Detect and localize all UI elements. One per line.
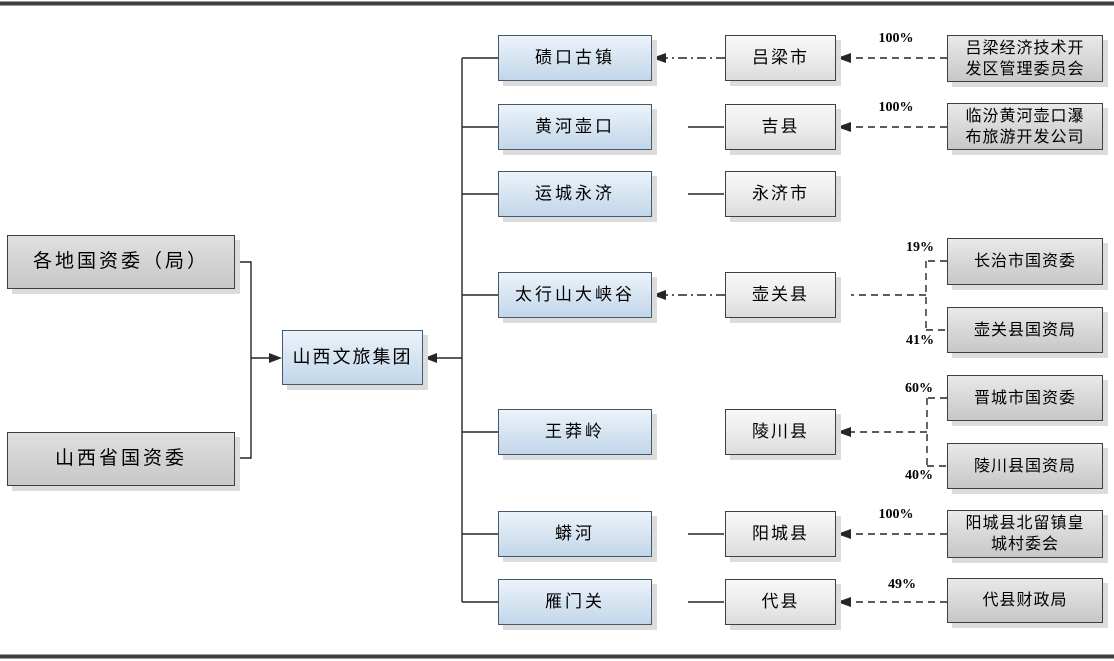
holder-label: 壶关县国资局 bbox=[973, 321, 1076, 339]
scenic-box: 太行山大峡谷 bbox=[498, 272, 652, 318]
root-box: 山西文旅集团 bbox=[282, 330, 423, 385]
scenic-label: 运城永济 bbox=[535, 183, 615, 203]
owner-label: 各地国资委（局） bbox=[32, 251, 209, 273]
holder-box: 晋城市国资委 bbox=[947, 375, 1103, 421]
holder-box: 阳城县北留镇皇城村委会 bbox=[947, 510, 1103, 558]
region-label: 吕梁市 bbox=[752, 47, 809, 67]
region-label: 陵川县 bbox=[752, 421, 809, 441]
scenic-box: 运城永济 bbox=[498, 171, 652, 217]
scenic-label: 黄河壶口 bbox=[535, 116, 615, 136]
holder-box: 代县财政局 bbox=[947, 578, 1103, 623]
region-box: 陵川县 bbox=[725, 409, 836, 455]
percent-label: 41% bbox=[906, 333, 934, 348]
holder-box: 吕梁经济技术开发区管理委员会 bbox=[947, 35, 1103, 82]
scenic-box: 碛口古镇 bbox=[498, 35, 652, 81]
holder-label: 代县财政局 bbox=[982, 592, 1068, 609]
percent-label: 19% bbox=[906, 240, 934, 255]
region-label: 吉县 bbox=[761, 116, 800, 136]
scenic-label: 王莽岭 bbox=[545, 421, 605, 441]
holder-box: 临汾黄河壶口瀑布旅游开发公司 bbox=[947, 103, 1103, 150]
percent-label: 100% bbox=[878, 31, 914, 46]
bottom-border-line bbox=[0, 654, 1114, 659]
holder-label: 长治市国资委 bbox=[973, 253, 1076, 270]
scenic-label: 太行山大峡谷 bbox=[515, 284, 635, 304]
holder-box: 壶关县国资局 bbox=[947, 307, 1103, 353]
region-box: 吕梁市 bbox=[725, 35, 836, 81]
holder-box: 陵川县国资局 bbox=[947, 443, 1103, 489]
region-box: 阳城县 bbox=[725, 511, 836, 557]
owner-box: 各地国资委（局） bbox=[7, 235, 235, 289]
scenic-box: 黄河壶口 bbox=[498, 104, 652, 150]
top-border-line bbox=[0, 1, 1114, 6]
holder-box: 长治市国资委 bbox=[947, 238, 1103, 285]
holder-label: 临汾黄河壶口瀑布旅游开发公司 bbox=[965, 107, 1085, 146]
percent-label: 40% bbox=[905, 468, 933, 483]
region-label: 阳城县 bbox=[752, 523, 809, 543]
holder-label: 陵川县国资局 bbox=[973, 457, 1076, 475]
holder-label: 晋城市国资委 bbox=[973, 389, 1076, 407]
scenic-box: 雁门关 bbox=[498, 579, 652, 625]
region-label: 壶关县 bbox=[752, 284, 809, 304]
region-label: 永济市 bbox=[752, 183, 809, 203]
scenic-label: 雁门关 bbox=[545, 591, 605, 611]
percent-label: 100% bbox=[878, 100, 914, 115]
percent-label: 100% bbox=[878, 507, 914, 522]
region-box: 永济市 bbox=[725, 171, 836, 217]
owner-label: 山西省国资委 bbox=[54, 448, 187, 470]
percent-label: 49% bbox=[888, 577, 916, 592]
region-box: 吉县 bbox=[725, 104, 836, 150]
scenic-box: 蟒河 bbox=[498, 511, 652, 557]
owner-box: 山西省国资委 bbox=[7, 432, 235, 486]
region-box: 代县 bbox=[725, 579, 836, 625]
holder-label: 吕梁经济技术开发区管理委员会 bbox=[965, 39, 1085, 78]
region-label: 代县 bbox=[761, 591, 800, 611]
holder-label: 阳城县北留镇皇城村委会 bbox=[965, 515, 1085, 553]
root-label: 山西文旅集团 bbox=[292, 347, 413, 368]
percent-label: 60% bbox=[905, 381, 933, 396]
region-box: 壶关县 bbox=[725, 272, 836, 318]
scenic-label: 碛口古镇 bbox=[535, 47, 615, 67]
scenic-box: 王莽岭 bbox=[498, 409, 652, 455]
scenic-label: 蟒河 bbox=[555, 523, 595, 543]
